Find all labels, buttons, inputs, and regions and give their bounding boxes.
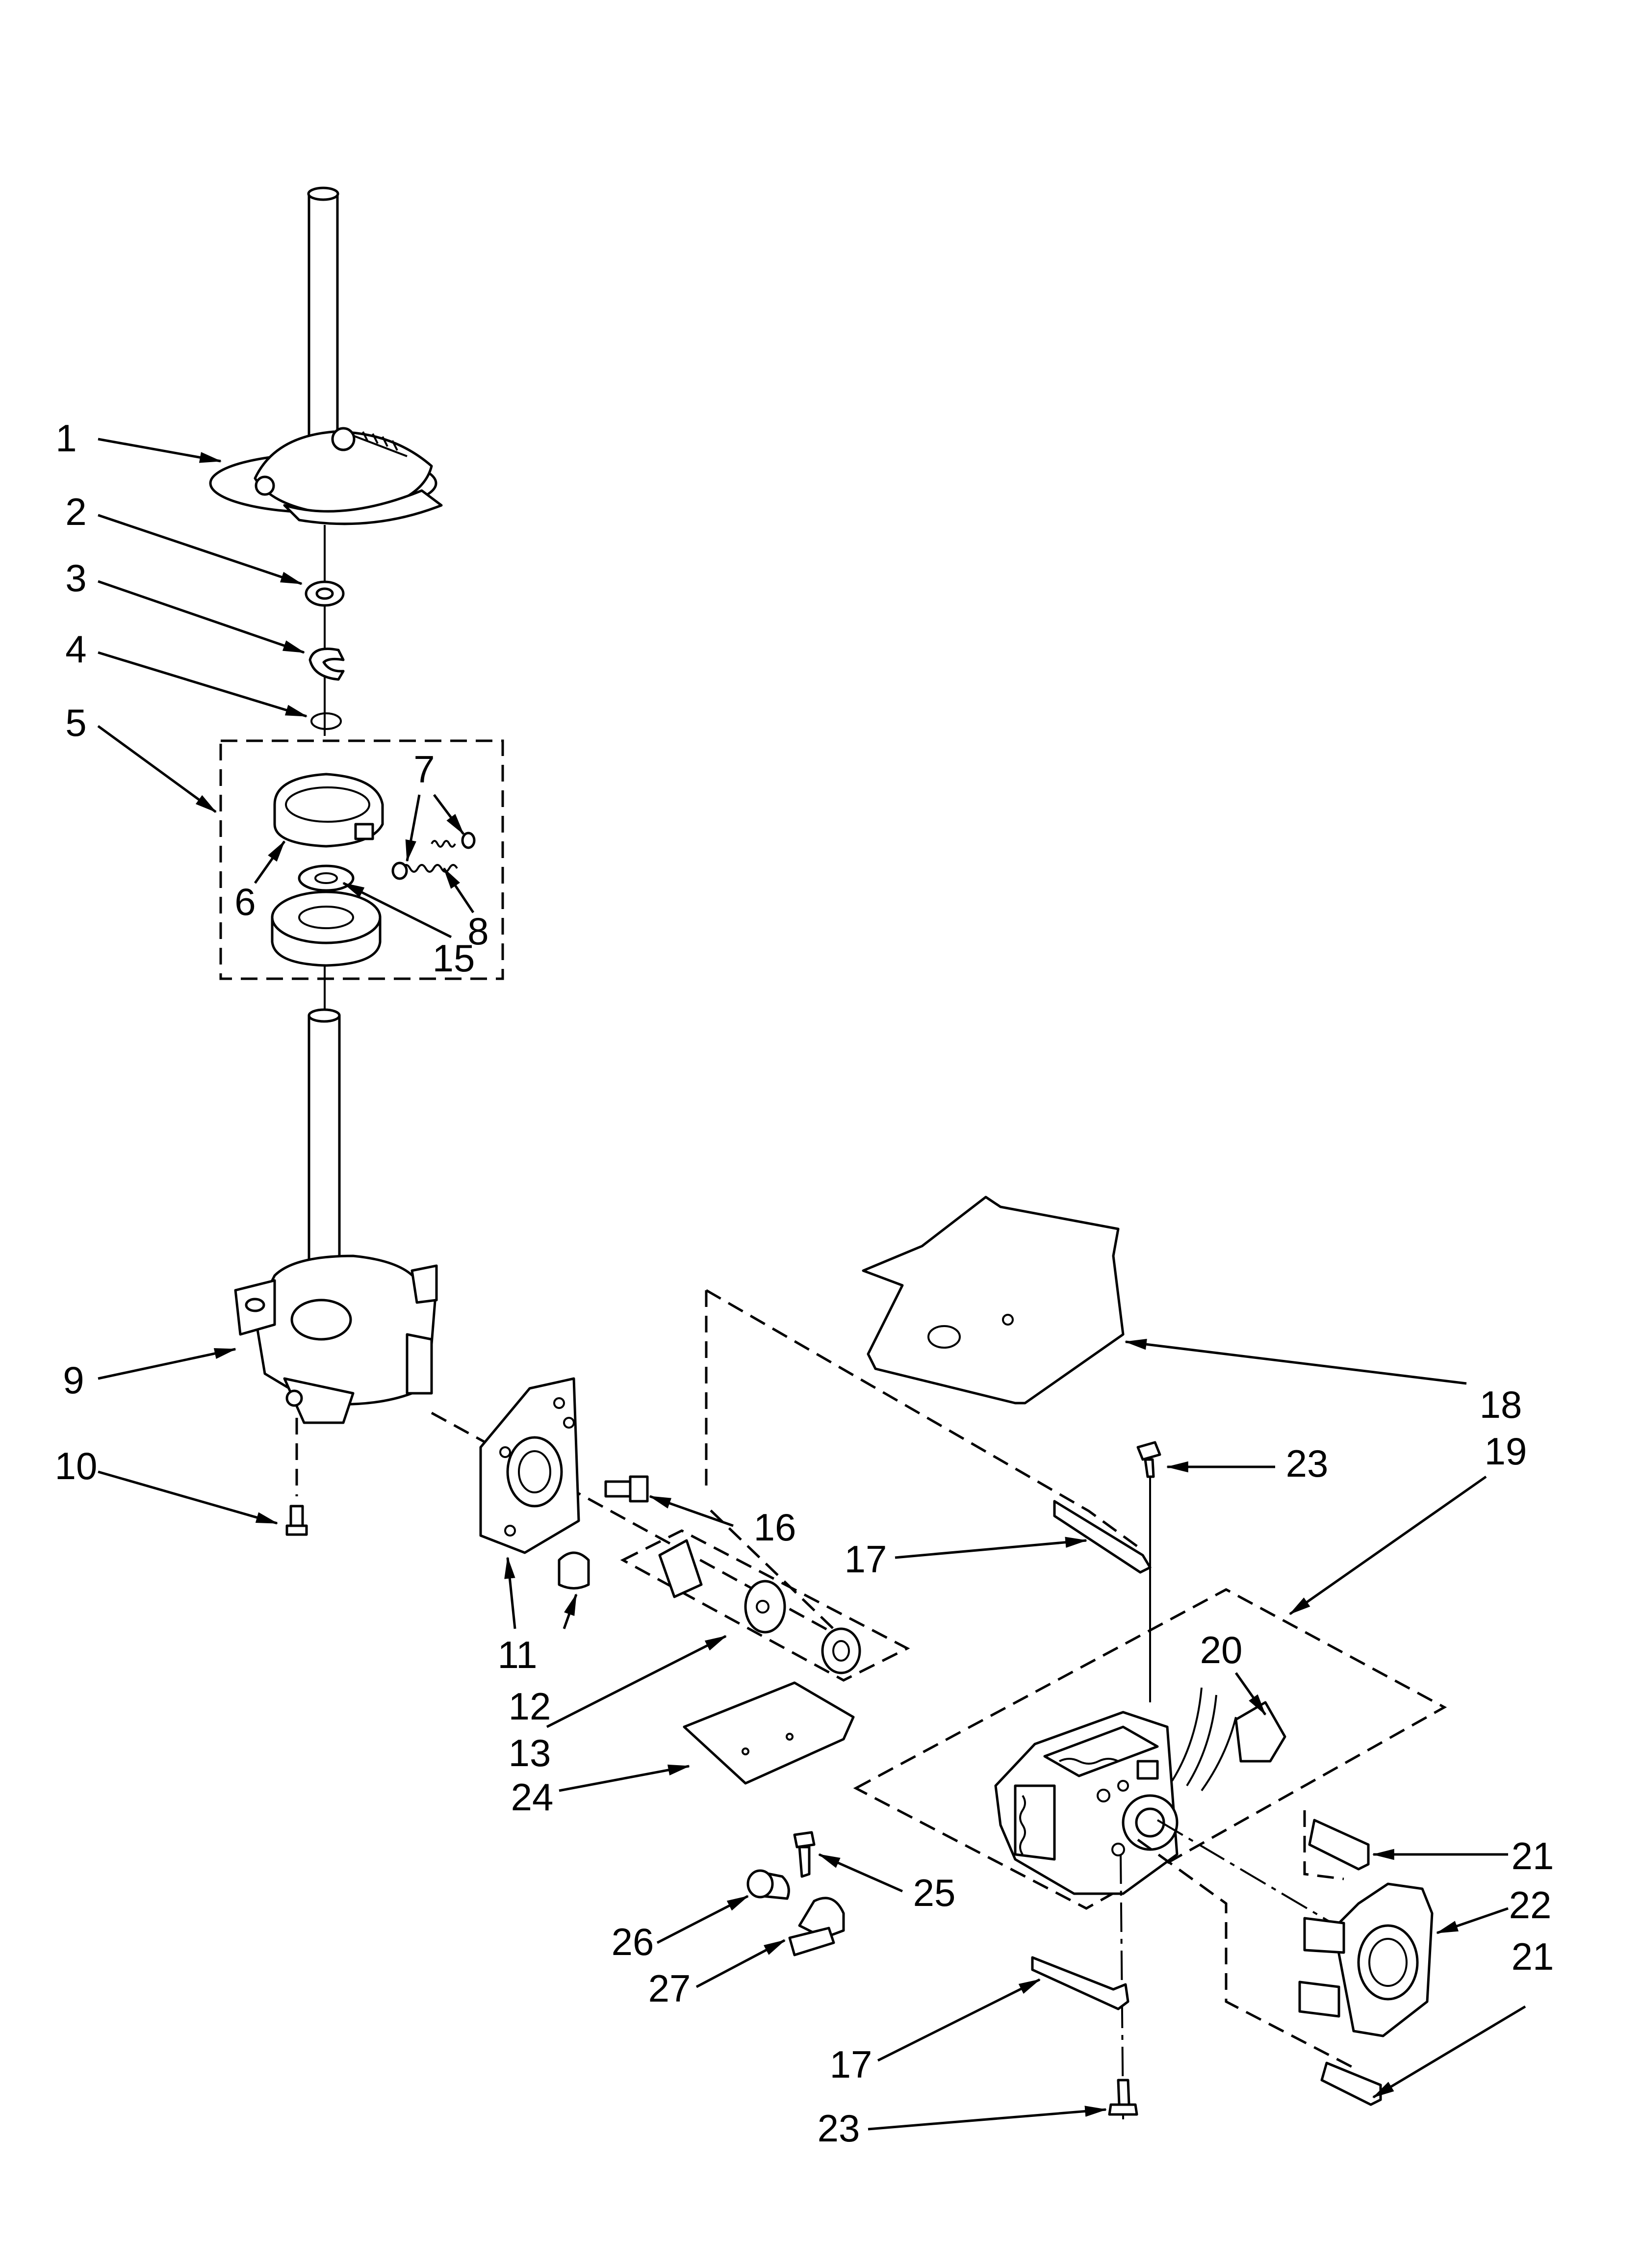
part-26-sleeve — [746, 1869, 790, 1900]
part-2-washer — [305, 580, 345, 607]
part-23-upper-screw — [1136, 1441, 1161, 1702]
callout-6: 6 — [234, 880, 256, 923]
part-27-clamp — [788, 1897, 845, 1956]
part-19-kit-box — [853, 1588, 1447, 1910]
callout-16: 16 — [754, 1506, 796, 1549]
part-15-washer — [298, 864, 355, 892]
callout-labels: 1 2 3 4 5 6 7 8 15 9 10 11 12 13 16 17 1… — [55, 417, 1554, 2150]
clutch-hub — [271, 890, 382, 967]
callout-22: 22 — [1509, 1883, 1552, 1927]
part-13-kit-box — [620, 1529, 910, 1682]
callout-15: 15 — [433, 937, 475, 980]
callout-11: 11 — [498, 1633, 538, 1676]
callout-7: 7 — [413, 748, 435, 791]
part-18-cover — [862, 1196, 1125, 1405]
callout-27: 27 — [648, 1967, 691, 2010]
part-12-knob — [558, 1551, 590, 1590]
part-21-upper-bracket — [1308, 1819, 1370, 1871]
part-10-screw — [285, 1418, 308, 1536]
callout-2: 2 — [65, 490, 86, 533]
part-6-band — [273, 773, 384, 848]
callout-9: 9 — [63, 1358, 84, 1402]
part-23-lower-screw — [1108, 2079, 1138, 2116]
part-24-shield — [683, 1681, 855, 1785]
callout-3: 3 — [65, 556, 86, 600]
part-1-shaft-and-cam — [209, 186, 443, 525]
part-17-lower-clip — [1031, 1956, 1129, 2010]
part-20-switch — [1171, 1687, 1286, 1792]
callout-19: 19 — [1485, 1430, 1527, 1473]
callout-17-upper: 17 — [845, 1538, 887, 1581]
part-3-clip — [308, 648, 345, 681]
part-7-8-springs — [391, 832, 476, 880]
part-21-lower-bracket — [1320, 2061, 1382, 2106]
callout-26: 26 — [612, 1920, 654, 1963]
part-13-coupling — [658, 1539, 861, 1674]
callout-24: 24 — [511, 1775, 554, 1819]
part-16-bolt — [604, 1475, 649, 1503]
callout-23-upper: 23 — [1286, 1442, 1329, 1485]
part-25-screw — [793, 1831, 816, 1878]
callout-21-upper: 21 — [1512, 1834, 1554, 1877]
part-4-ring — [310, 712, 342, 730]
callout-23-lower: 23 — [818, 2107, 860, 2150]
motor — [994, 1711, 1179, 1895]
callout-10: 10 — [55, 1444, 98, 1487]
part-22-pump — [1298, 1882, 1434, 2037]
callout-5: 5 — [65, 701, 86, 744]
part-11-plate — [479, 1377, 580, 1554]
part-9-gearcase — [234, 1008, 438, 1424]
callout-leaders — [97, 438, 1526, 2131]
callout-20: 20 — [1200, 1628, 1243, 1671]
callout-21-lower: 21 — [1512, 1935, 1554, 1978]
callout-25: 25 — [913, 1871, 956, 1914]
callout-17-lower: 17 — [830, 2043, 872, 2086]
callout-4: 4 — [65, 627, 86, 671]
part-5-kit-box — [219, 739, 504, 980]
callout-12: 12 — [509, 1685, 551, 1728]
callout-1: 1 — [55, 417, 77, 460]
callout-8: 8 — [467, 910, 488, 953]
callout-13: 13 — [509, 1731, 551, 1774]
part-17-upper-clip — [1053, 1500, 1152, 1574]
callout-18: 18 — [1480, 1383, 1522, 1426]
